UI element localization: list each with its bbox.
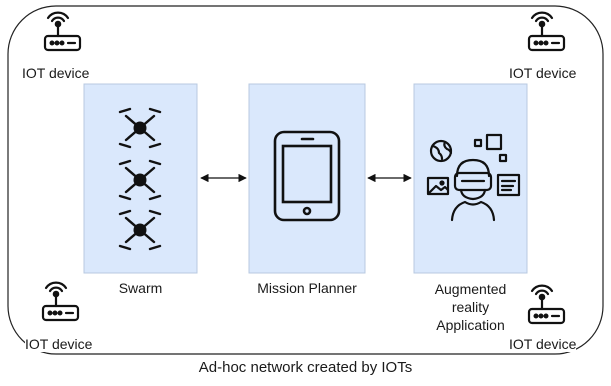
ar-label-line: Application <box>436 317 505 333</box>
iot-device-label: IOT device <box>509 65 577 81</box>
drone-icon <box>118 209 162 251</box>
network-caption: Ad-hoc network created by IOTs <box>198 359 413 376</box>
router-icon <box>43 11 82 52</box>
drone-icon <box>118 107 162 149</box>
ar-label-line: Augmented <box>434 281 507 297</box>
ar-user-icon <box>426 133 521 222</box>
drone-icon <box>118 159 162 201</box>
iot-device-label: IOT device <box>25 336 93 352</box>
mission-planner-label: Mission Planner <box>257 280 357 296</box>
ar-application-panel <box>413 83 528 274</box>
swarm-label: Swarm <box>118 280 163 296</box>
router-icon <box>527 11 566 52</box>
swarm-panel <box>83 83 198 274</box>
router-icon <box>41 281 80 322</box>
iot-device-label: IOT device <box>509 336 577 352</box>
ar-application-label: Augmented reality Application <box>404 280 537 334</box>
ar-label-line: reality <box>451 299 490 315</box>
adhoc-network-boundary <box>7 5 604 355</box>
iot-device-label: IOT device <box>22 65 90 81</box>
mission-planner-panel <box>248 83 366 274</box>
tablet-icon <box>273 130 341 222</box>
router-icon <box>527 284 566 325</box>
